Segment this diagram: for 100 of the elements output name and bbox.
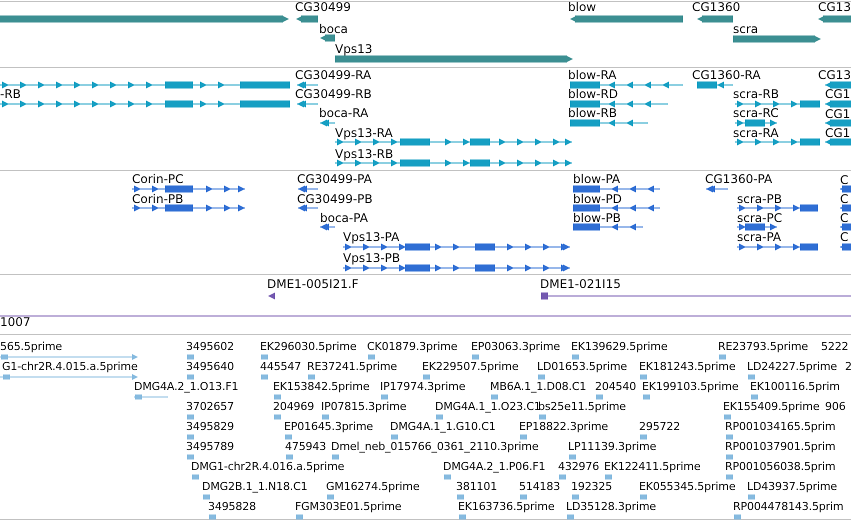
- feature-label: 475943: [285, 440, 326, 454]
- feature-label: EP18822.3prime: [519, 420, 608, 434]
- feature-label: CG1: [825, 126, 850, 140]
- coordinate-label: 1007: [0, 315, 31, 329]
- feature-label: bs25e11.5prime: [538, 400, 626, 414]
- feature-label: FGM303E01.5prime: [295, 500, 402, 514]
- feature-label: CG1: [825, 107, 850, 121]
- feature-label: 3495789: [186, 440, 234, 454]
- feature-label: blow: [568, 0, 596, 14]
- feature-label: C: [840, 192, 848, 206]
- feature-label: DMG4A.2_1.P06.F1: [443, 460, 546, 474]
- feature-label: 3495829: [186, 420, 234, 434]
- feature-label: C: [840, 173, 848, 187]
- feature-label: LD35128.3prime: [566, 500, 656, 514]
- feature-label: G1-chr2R.4.015.a.5prime: [2, 360, 138, 374]
- feature-label: CG1360: [692, 0, 740, 14]
- feature-label: scra-PB: [737, 192, 782, 206]
- feature-label: EK163736.5prime: [458, 500, 554, 514]
- feature-label: 565.5prime: [0, 340, 62, 354]
- feature-label: EK181243.5prime: [639, 360, 736, 374]
- feature-label: EK122411.5prime: [604, 460, 700, 474]
- feature-label: 5222: [821, 340, 848, 354]
- feature-label: 906: [825, 400, 846, 414]
- feature-label: EK199103.5prime: [642, 380, 738, 394]
- feature-label: CG1: [825, 87, 850, 101]
- feature-label: EK153842.5prime: [273, 380, 370, 394]
- feature-label: -RB: [0, 87, 21, 101]
- feature-label: 192325: [571, 480, 612, 494]
- feature-label: Dmel_neb_015766_0361_2110.3prime: [331, 440, 538, 454]
- feature-label: EK229507.5prime: [422, 360, 518, 374]
- feature-label: DMG1-chr2R.4.016.a.5prime: [191, 460, 344, 474]
- feature-label: boca-RA: [319, 106, 368, 120]
- feature-label: CG30499-PA: [297, 172, 372, 186]
- feature-label: Vps13-RB: [335, 147, 394, 161]
- feature-label: Corin-PC: [132, 172, 184, 186]
- feature-label: 432976: [558, 460, 600, 474]
- feature-label: IP17974.3prime: [380, 380, 466, 394]
- feature-label: 3495602: [186, 340, 234, 354]
- feature-label: IP07815.3prime: [321, 400, 406, 414]
- feature-label: LD24227.5prime: [747, 360, 838, 374]
- feature-label: EK100116.5prim: [750, 380, 840, 394]
- feature-label: C: [840, 211, 848, 225]
- feature-label: 295722: [639, 420, 680, 434]
- feature-label: CG13: [818, 68, 851, 82]
- feature-label: CK01879.3prime: [367, 340, 458, 354]
- feature-label: CG30499-RA: [295, 68, 372, 82]
- feature-label: RP004478143.5prim: [733, 500, 844, 514]
- feature-label: boca: [319, 22, 348, 36]
- feature-label: scra-PA: [737, 230, 782, 244]
- feature-label: EK155409.5prime: [723, 400, 820, 414]
- feature-label: 445547: [260, 360, 302, 374]
- feature-label: scra-PC: [737, 211, 782, 225]
- feature-label: MB6A.1_1.D08.C1: [490, 380, 586, 394]
- feature-label: 3495828: [208, 500, 256, 514]
- feature-label: Corin-PB: [132, 192, 184, 206]
- feature-label: CG30499-RB: [295, 87, 372, 101]
- feature-label: EK055345.5prime: [639, 480, 736, 494]
- feature-label: C: [840, 230, 848, 244]
- feature-label: blow-RA: [568, 68, 616, 82]
- feature-label: CG1360-PA: [705, 172, 772, 186]
- feature-label: boca-PA: [320, 211, 368, 225]
- feature-label: CG30499: [295, 0, 351, 14]
- feature-label: CG30499-PB: [297, 192, 373, 206]
- feature-label: scra-RB: [733, 87, 780, 101]
- feature-label: 3702657: [186, 400, 234, 414]
- feature-label: RE23793.5prime: [718, 340, 808, 354]
- feature-label: scra-RC: [733, 106, 779, 120]
- feature-label: scra: [733, 22, 758, 36]
- feature-label: DMG2B.1_1.N18.C1: [202, 480, 308, 494]
- feature-label: CG13: [818, 0, 851, 14]
- feature-label: 381101: [456, 480, 498, 494]
- feature-label: LD43937.5prime: [747, 480, 838, 494]
- feature-label: 3495640: [186, 360, 234, 374]
- feature-label: LD01653.5prime: [537, 360, 628, 374]
- feature-label: EP01645.3prime: [284, 420, 374, 434]
- feature-label: blow-PB: [573, 211, 621, 225]
- feature-label: GM16274.5prime: [326, 480, 420, 494]
- feature-label: RP001056038.5prim: [725, 460, 836, 474]
- feature-label: RE37241.5prime: [307, 360, 398, 374]
- feature-label: EK139629.5prime: [571, 340, 668, 354]
- feature-label: 204540: [595, 380, 636, 394]
- feature-label: blow-PA: [573, 172, 620, 186]
- feature-label: DMG4A.2_1.O13.F1: [134, 380, 238, 394]
- feature-label: LP11139.3prime: [568, 440, 656, 454]
- feature-label: RP001037901.5prim: [725, 440, 836, 454]
- feature-label: blow-RD: [568, 87, 618, 101]
- feature-label: Vps13-PB: [343, 251, 400, 265]
- feature-label: blow-PD: [573, 192, 622, 206]
- feature-label: 2: [845, 360, 851, 374]
- feature-label: Vps13-PA: [343, 230, 400, 244]
- feature-label: blow-RB: [568, 106, 618, 120]
- feature-label: CG1360-RA: [692, 68, 761, 82]
- feature-label: DMG4A.1_1.G10.C1: [390, 420, 496, 434]
- feature-label: Vps13: [335, 42, 372, 56]
- feature-label: RP001034165.5prim: [725, 420, 836, 434]
- feature-label: 514183: [519, 480, 560, 494]
- feature-label: DME1-021I15: [540, 277, 621, 291]
- feature-label: EP03063.3prime: [471, 340, 560, 354]
- feature-label: 204969: [273, 400, 314, 414]
- feature-label: scra-RA: [733, 126, 779, 140]
